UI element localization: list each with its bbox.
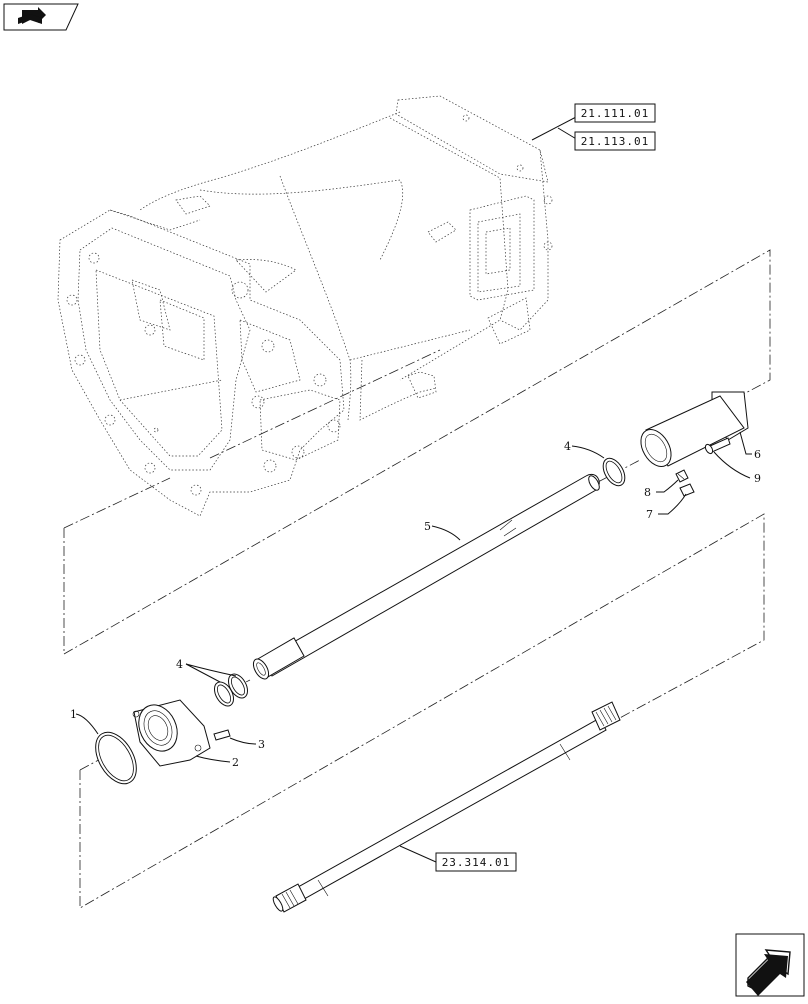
callout-5: 5 xyxy=(424,520,461,541)
callout-number: 4 xyxy=(564,440,571,453)
callout-number: 6 xyxy=(754,448,761,461)
callout-9: 9 xyxy=(713,451,761,485)
reference-box-23-314-01[interactable]: 23.314.01 xyxy=(435,852,517,872)
reference-box-21-111-01[interactable]: 21.111.01 xyxy=(574,103,656,123)
housing-reference-leader xyxy=(531,115,579,141)
callout-number: 8 xyxy=(644,486,651,499)
next-page-arrow-icon[interactable] xyxy=(735,933,805,997)
callout-number: 1 xyxy=(70,708,77,721)
callout-number: 5 xyxy=(424,520,431,533)
pto-reference-leader xyxy=(399,845,437,863)
spring-pin-8 xyxy=(675,469,689,483)
callout-number: 7 xyxy=(646,508,653,521)
splined-pto-shaft xyxy=(272,701,621,913)
callout-4-lower: 4 xyxy=(176,658,237,683)
callout-8: 8 xyxy=(644,479,679,499)
bolt-3 xyxy=(213,729,231,741)
callout-4-upper: 4 xyxy=(564,440,605,459)
reference-label: 21.111.01 xyxy=(581,107,650,120)
main-shaft xyxy=(252,474,600,680)
callout-3: 3 xyxy=(229,737,265,751)
reference-box-21-113-01[interactable]: 21.113.01 xyxy=(574,131,656,151)
upper-assembly-boundary xyxy=(63,249,771,655)
callout-6: 6 xyxy=(739,431,761,461)
pin-7 xyxy=(679,483,695,497)
callout-1: 1 xyxy=(70,708,99,735)
reference-label: 23.314.01 xyxy=(442,856,511,869)
callout-7: 7 xyxy=(646,493,687,521)
callout-number: 4 xyxy=(176,658,183,671)
reference-label: 21.113.01 xyxy=(581,135,650,148)
book-arrow-icon[interactable] xyxy=(3,3,79,31)
bearing-hub xyxy=(132,699,211,767)
callout-number: 9 xyxy=(754,472,761,485)
sleeve-flange xyxy=(640,391,749,467)
transmission-housing xyxy=(57,95,553,517)
callout-2: 2 xyxy=(195,755,239,769)
callout-number: 3 xyxy=(258,738,265,751)
bolt-9 xyxy=(704,437,731,455)
callout-number: 2 xyxy=(232,756,239,769)
